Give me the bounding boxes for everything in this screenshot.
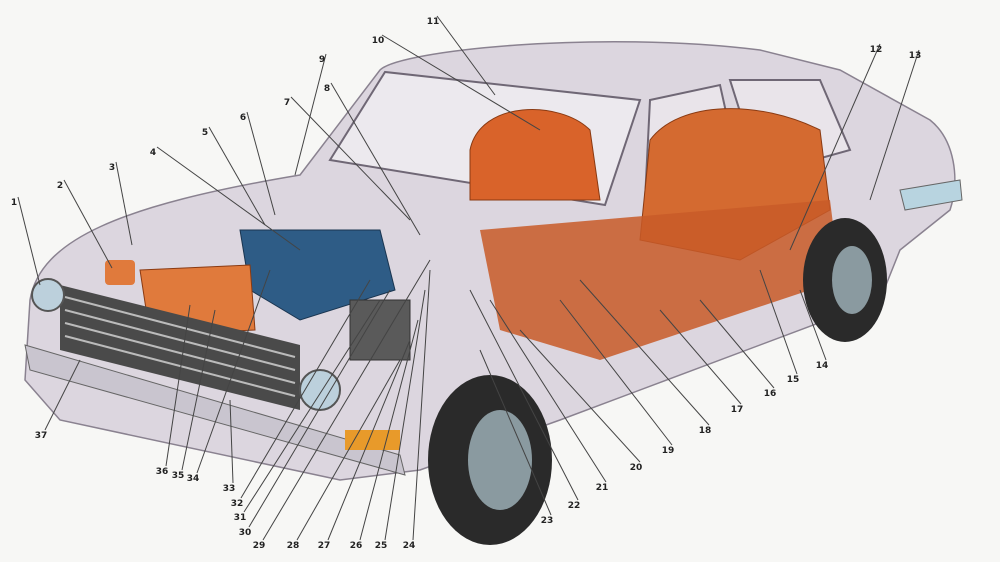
callout-label-4: 4 <box>150 148 156 158</box>
front-seats <box>469 109 601 201</box>
callout-label-12: 12 <box>870 45 883 55</box>
callout-label-23: 23 <box>541 516 554 526</box>
callout-label-33: 33 <box>223 484 236 494</box>
front-wheel-hub <box>468 410 532 510</box>
callout-label-7: 7 <box>284 98 290 108</box>
fog-light <box>345 430 400 450</box>
leader-line-33 <box>229 399 234 484</box>
leader-line-36 <box>165 304 191 467</box>
leader-line-14 <box>799 289 827 361</box>
callout-label-9: 9 <box>319 55 325 65</box>
leader-line-30 <box>248 289 391 528</box>
callout-label-30: 30 <box>239 528 252 538</box>
front-bumper <box>24 344 406 476</box>
callout-label-6: 6 <box>240 113 246 123</box>
leader-line-8 <box>330 82 421 236</box>
leader-line-25 <box>384 289 426 541</box>
leader-lines <box>17 15 920 541</box>
leader-line-28 <box>296 359 401 541</box>
headlight-right <box>299 369 341 411</box>
headlight-left <box>31 278 65 312</box>
leader-line-2 <box>63 179 113 269</box>
callout-label-19: 19 <box>662 446 675 456</box>
car-illustration <box>24 40 963 545</box>
callout-label-24: 24 <box>403 541 416 551</box>
leader-line-31 <box>243 299 381 513</box>
leader-line-7 <box>290 96 411 221</box>
leader-line-1 <box>17 196 41 286</box>
callout-label-18: 18 <box>699 426 712 436</box>
leader-line-3 <box>115 161 133 246</box>
leader-line-27 <box>327 339 411 541</box>
callout-label-27: 27 <box>318 541 331 551</box>
leader-line-20 <box>519 329 641 463</box>
callout-label-26: 26 <box>350 541 363 551</box>
leader-line-17 <box>659 309 742 405</box>
callout-label-2: 2 <box>57 181 63 191</box>
callout-label-8: 8 <box>324 84 330 94</box>
leader-line-9 <box>294 53 327 176</box>
callout-label-15: 15 <box>787 375 800 385</box>
leader-line-5 <box>208 126 266 226</box>
callout-label-5: 5 <box>202 128 208 138</box>
callout-label-22: 22 <box>568 501 581 511</box>
callout-label-17: 17 <box>731 405 744 415</box>
leader-line-26 <box>359 319 419 541</box>
callout-label-29: 29 <box>253 541 266 551</box>
grille <box>60 285 300 410</box>
leader-line-12 <box>789 43 881 251</box>
callout-label-25: 25 <box>375 541 388 551</box>
callout-label-16: 16 <box>764 389 777 399</box>
callout-label-3: 3 <box>109 163 115 173</box>
leader-line-29 <box>262 259 431 541</box>
leader-line-23 <box>479 349 552 516</box>
rear-wheel-hub <box>832 246 872 314</box>
callout-label-21: 21 <box>596 483 609 493</box>
callout-label-1: 1 <box>11 198 17 208</box>
callout-label-35: 35 <box>172 471 185 481</box>
leader-line-16 <box>699 299 775 389</box>
callout-labels: 1234567891011121314151617181920212223242… <box>11 17 921 551</box>
callout-label-11: 11 <box>427 17 440 27</box>
callout-label-28: 28 <box>287 541 300 551</box>
leader-line-37 <box>44 359 81 431</box>
leader-line-4 <box>156 146 301 251</box>
floor-interior <box>480 200 840 360</box>
callout-label-31: 31 <box>234 513 247 523</box>
callout-label-14: 14 <box>816 361 829 371</box>
leader-line-18 <box>579 279 710 426</box>
leader-line-13 <box>869 49 920 201</box>
callout-label-20: 20 <box>630 463 643 473</box>
callout-label-36: 36 <box>156 467 169 477</box>
rear-bumper <box>899 179 963 211</box>
leader-line-15 <box>759 269 798 375</box>
reservoir <box>105 260 135 285</box>
leader-line-21 <box>489 299 607 483</box>
leader-line-35 <box>181 309 216 471</box>
callout-label-13: 13 <box>909 51 922 61</box>
callout-label-10: 10 <box>372 36 385 46</box>
callout-label-37: 37 <box>35 431 48 441</box>
leader-line-24 <box>412 269 431 541</box>
leader-line-22 <box>469 289 579 501</box>
leader-line-32 <box>240 279 371 499</box>
leader-line-6 <box>246 111 276 216</box>
leader-line-34 <box>196 269 271 474</box>
grille-bars <box>64 296 296 397</box>
callout-label-32: 32 <box>231 499 244 509</box>
callout-label-34: 34 <box>187 474 200 484</box>
leader-line-11 <box>436 15 496 96</box>
leader-line-10 <box>381 34 541 131</box>
leader-line-19 <box>559 299 673 446</box>
